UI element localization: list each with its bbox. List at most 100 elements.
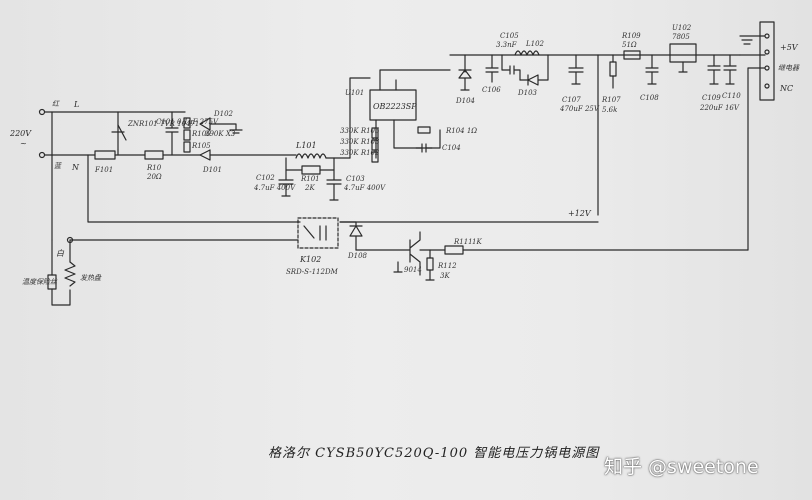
r111-label: R111: [453, 238, 473, 246]
resistor-r111: R111 1K: [419, 238, 749, 255]
r112-value: 3K: [440, 272, 450, 280]
white-label: 白: [56, 249, 65, 258]
plus5-label: +5V: [780, 43, 799, 52]
capacitor-c110: C110: [722, 54, 741, 100]
resistor-r10: R10 20Ω: [144, 150, 201, 181]
r106b-label: 390K X3: [205, 130, 236, 138]
c103-label: C103: [346, 175, 365, 183]
diode-d103: D103: [517, 54, 549, 97]
c109-label: C109: [702, 94, 721, 102]
r10-value: 20Ω: [146, 173, 162, 181]
diode-d102: D102 390K X3: [199, 110, 243, 138]
resistors-r104-r106: R106 R105: [183, 117, 211, 153]
c102-value: 4.7uF 400V: [253, 184, 296, 192]
r10-label: R10: [146, 164, 162, 172]
c105-label: C105: [500, 32, 519, 40]
relay-out-label: 继电器: [778, 64, 800, 72]
r101-value: 2K: [304, 184, 315, 192]
neutral-cn-label: 蓝: [54, 162, 62, 170]
c104-label: C104: [442, 144, 461, 152]
ic-part-label: OB2223SP: [373, 102, 417, 111]
d102-label: D102: [213, 110, 234, 118]
c105-value: 3.3nF: [496, 41, 518, 49]
r109-label: R109: [621, 32, 641, 40]
relay-model-label: SRD-S-112DM: [286, 268, 339, 276]
resistor-r109: R109 51Ω: [621, 32, 641, 60]
k102-label: K102: [299, 255, 321, 264]
capacitor-c108: C108: [640, 54, 659, 102]
r102-label: 330K R102: [340, 149, 380, 157]
live-label: L: [73, 100, 79, 109]
capacitor-c109: C109 220uF 16V: [699, 54, 740, 112]
inductor-l102: L102: [514, 40, 545, 56]
f101-label: F101: [94, 166, 113, 174]
live-cn-label: 红: [52, 100, 60, 108]
diagram-title: 格洛尔 CYSB50YC520Q-100 智能电压力锅电源图: [268, 446, 600, 461]
r107-label: R107: [601, 96, 621, 104]
mains-input: 红 L 蓝 N 220V ~: [9, 100, 301, 241]
r106-label: R106: [191, 130, 211, 138]
d108-label: D108: [347, 252, 368, 260]
capacitor-c107: C107 470uF 25V: [559, 54, 600, 113]
capacitor-c101: C101 0.1uF 275V: [156, 111, 219, 156]
mains-voltage-label: 220V: [9, 129, 32, 138]
transistor-q101: 9014: [355, 231, 422, 276]
r105-label: 330K R105: [340, 127, 380, 135]
diode-d108: D108: [339, 221, 368, 260]
resistor-r101: R101 2K: [285, 165, 335, 192]
d104-label: D104: [455, 97, 475, 105]
r103-label: 330K R103: [340, 138, 380, 146]
nc-label: NC: [779, 84, 793, 93]
l101-label: L101: [295, 141, 317, 150]
c103-value: 4.7uF 400V: [343, 184, 386, 192]
d103-label: D103: [517, 89, 538, 97]
l102-label: L102: [525, 40, 545, 48]
rail-12v: +12V: [339, 209, 599, 223]
capacitor-c103: C103 4.7uF 400V: [326, 157, 386, 201]
r107-value: 5.6k: [602, 106, 617, 114]
u102-value: 7805: [672, 33, 690, 41]
thermal-fuse-label: 温度保险丝: [22, 278, 58, 286]
r111-value: 1K: [472, 238, 482, 246]
neutral-label: N: [71, 163, 80, 172]
r101-label: R101: [300, 175, 320, 183]
r109-value: 51Ω: [622, 41, 637, 49]
v12-label: +12V: [568, 209, 592, 218]
capacitor-c106: C106: [482, 54, 501, 94]
q101-label: 9014: [404, 266, 422, 274]
inductor-l101: L101: [295, 141, 351, 159]
capacitor-c105: C105 3.3nF: [496, 32, 521, 81]
r112-label: R112: [437, 262, 457, 270]
c107-label: C107: [562, 96, 581, 104]
diode-d101: D101: [199, 149, 297, 174]
varistor-znr101: ZNR101 TVR 10471: [111, 111, 199, 156]
c102-label: C102: [256, 174, 275, 182]
watermark: 知乎 @sweetone: [604, 456, 759, 478]
mains-ac-symbol: ~: [20, 139, 27, 148]
c106-label: C106: [482, 86, 501, 94]
regulator-u102: U102 7805: [669, 24, 697, 73]
output-connector: +5V 继电器 NC: [739, 21, 800, 251]
c108-label: C108: [640, 94, 659, 102]
c109-value: 220uF 16V: [699, 104, 740, 112]
resistor-r107: R107 5.6k: [597, 54, 621, 216]
capacitor-c102: C102 4.7uF 400V: [253, 157, 296, 197]
relay-k102: K102 SRD-S-112DM: [69, 217, 339, 276]
r105a-label: R105: [191, 142, 211, 150]
u101-label: U101: [345, 89, 364, 97]
u102-label: U102: [672, 24, 692, 32]
c101-label: C101 0.1uF 275V: [156, 118, 219, 126]
diode-d104: D104: [449, 54, 741, 105]
heater-label: 发热盘: [80, 274, 102, 282]
d101-label: D101: [202, 166, 222, 174]
heater-branch: 白 温度保险丝 发热盘: [22, 236, 102, 306]
r104-label: R104 1Ω: [445, 127, 477, 135]
fuse-f101: F101: [94, 150, 146, 174]
ic-u101: OB2223SP U101 330K R105 330K R103 330K R…: [340, 69, 477, 163]
varistor-label: ZNR101 TVR 10471: [127, 120, 199, 128]
c110-label: C110: [722, 92, 741, 100]
c107-value: 470uF 25V: [559, 105, 600, 113]
resistor-r112: R112 3K: [425, 249, 457, 281]
